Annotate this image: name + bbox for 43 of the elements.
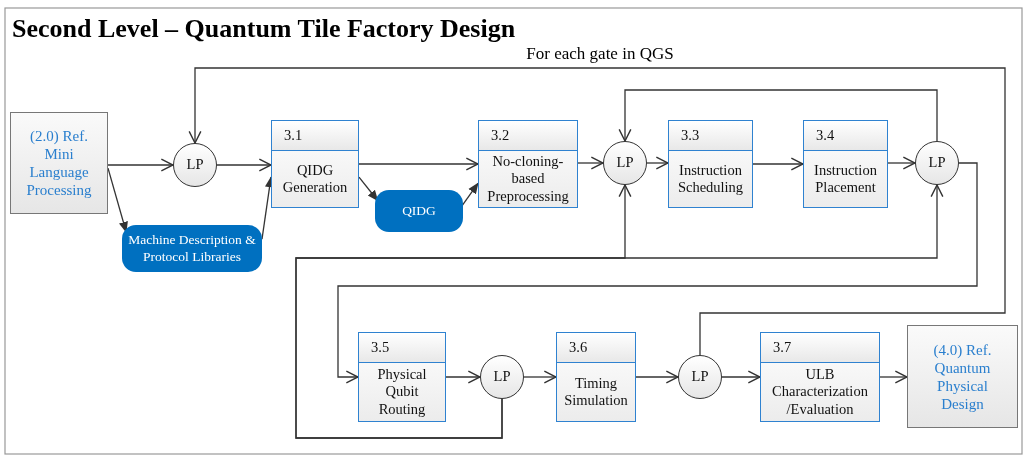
step-title: QIDG Generation bbox=[281, 161, 349, 197]
arrow bbox=[887, 156, 916, 170]
arrow bbox=[523, 370, 557, 384]
arrow bbox=[295, 184, 944, 439]
arrow bbox=[216, 158, 272, 172]
arrow bbox=[107, 158, 174, 172]
arrow bbox=[337, 162, 978, 384]
arrow bbox=[358, 157, 479, 171]
reference-box: (2.0) Ref. Mini Language Processing bbox=[10, 112, 108, 214]
data-store-box: QIDG bbox=[375, 190, 463, 232]
step-title: Instruction Placement bbox=[813, 161, 878, 197]
process-box bbox=[668, 120, 753, 208]
arrow bbox=[188, 67, 1006, 356]
process-box bbox=[478, 120, 578, 208]
loop-circle: LP bbox=[915, 141, 959, 185]
edge-label: For each gate in QGS bbox=[524, 44, 676, 64]
step-title: No-cloning-based Preprocessing bbox=[486, 152, 570, 206]
process-box bbox=[803, 120, 888, 208]
arrow bbox=[635, 370, 679, 384]
loop-circle: LP bbox=[678, 355, 722, 399]
arrow bbox=[618, 89, 938, 142]
step-title: Instruction Scheduling bbox=[676, 161, 745, 197]
process-box bbox=[358, 332, 446, 422]
arrow bbox=[358, 176, 379, 202]
arrow bbox=[445, 370, 481, 384]
process-box bbox=[760, 332, 880, 422]
reference-box: (4.0) Ref. Quantum Physical Design bbox=[907, 325, 1018, 428]
data-store-box: Machine Description & Protocol Libraries bbox=[122, 225, 262, 272]
arrow bbox=[107, 167, 128, 233]
arrow bbox=[577, 156, 604, 170]
arrow bbox=[879, 370, 908, 384]
step-title: Timing Simulation bbox=[563, 374, 629, 410]
arrow bbox=[721, 370, 761, 384]
diagram-title: Second Level – Quantum Tile Factory Design bbox=[12, 14, 516, 44]
loop-circle: LP bbox=[603, 141, 647, 185]
loop-circle: LP bbox=[480, 355, 524, 399]
process-box bbox=[271, 120, 359, 208]
arrow bbox=[752, 157, 804, 171]
arrow bbox=[646, 156, 669, 170]
loop-circle: LP bbox=[173, 143, 217, 187]
step-title: ULB Characterization /Evaluation bbox=[771, 365, 869, 419]
step-title: Physical Qubit Routing bbox=[376, 365, 428, 419]
process-box bbox=[556, 332, 636, 422]
